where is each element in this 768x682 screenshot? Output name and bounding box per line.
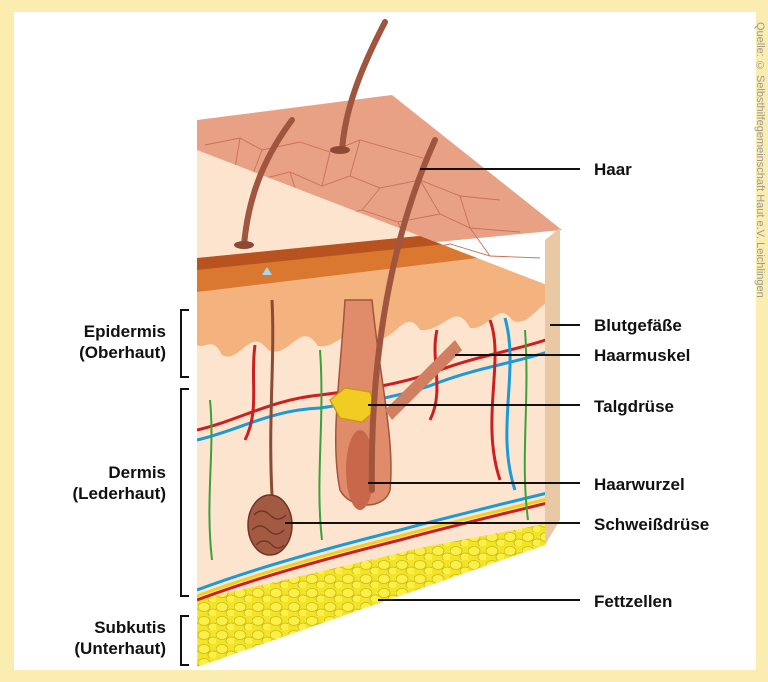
bracket-dermis — [181, 389, 189, 596]
part-label-haarmuskel: Haarmuskel — [594, 345, 690, 366]
part-label-talgdruese: Talgdrüse — [594, 396, 674, 417]
part-label-schweissdruese: Schweißdrüse — [594, 514, 709, 535]
layer-label-dermis: Dermis (Lederhaut) — [73, 462, 167, 504]
layer-label-epidermis: Epidermis (Oberhaut) — [79, 321, 166, 363]
skin-side-face — [545, 228, 560, 545]
source-credit: Quelle: © Selbsthilfegemeinschaft Haut e… — [754, 22, 766, 298]
part-label-blutgefaesse: Blutgefäße — [594, 315, 682, 336]
bracket-epidermis — [181, 310, 189, 377]
part-label-haar: Haar — [594, 159, 632, 180]
layer-label-subkutis: Subkutis (Unterhaut) — [74, 617, 166, 659]
part-label-fettzellen: Fettzellen — [594, 591, 672, 612]
layer-brackets — [181, 310, 189, 665]
bracket-subkutis — [181, 616, 189, 665]
part-label-haarwurzel: Haarwurzel — [594, 474, 685, 495]
